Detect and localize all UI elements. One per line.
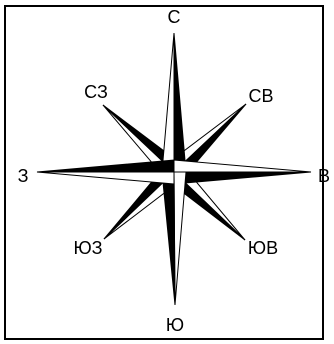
label-southwest: ЮЗ (73, 238, 102, 258)
ray-north-left-half (162, 33, 174, 172)
ray-east-right-half (174, 172, 311, 184)
label-west: З (18, 166, 29, 186)
ray-west-left-half (37, 172, 174, 184)
ray-west-right-half (37, 160, 174, 172)
label-northwest: СЗ (84, 82, 108, 102)
ray-east-left-half (174, 160, 311, 172)
label-southeast: ЮВ (248, 238, 278, 258)
label-northeast: СВ (248, 86, 273, 106)
label-north: С (168, 7, 181, 27)
ray-south-right-half (162, 172, 175, 305)
ray-south-left-half (174, 172, 186, 305)
compass-rays (37, 33, 311, 305)
ray-north-right-half (174, 33, 186, 172)
label-east: В (318, 166, 330, 186)
label-south: Ю (166, 315, 184, 335)
